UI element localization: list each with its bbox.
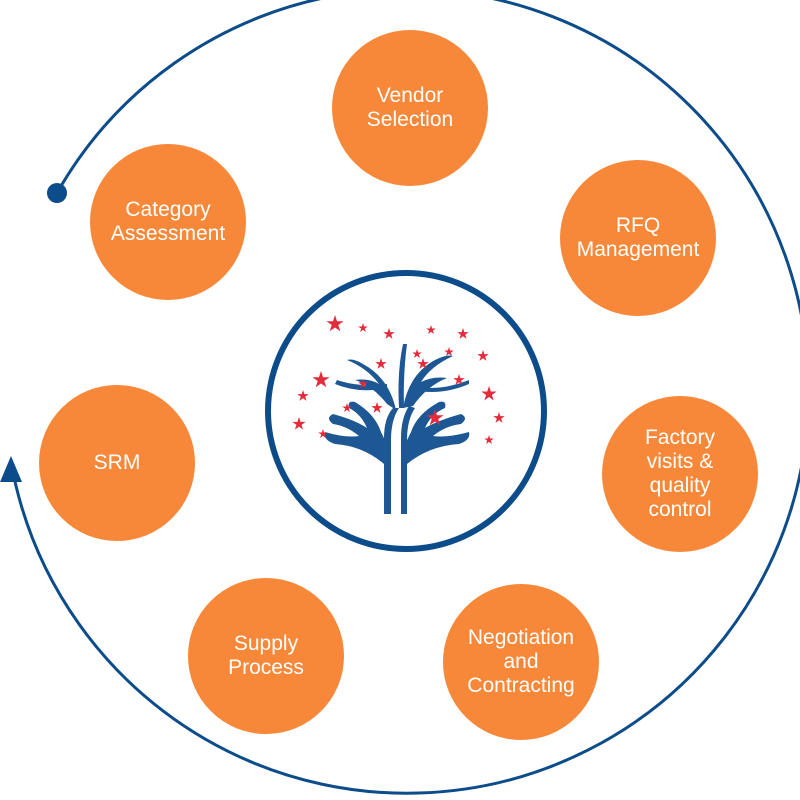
stage-label: Factory visits & quality control (644, 426, 715, 521)
stage-supply-process: Supply Process (188, 578, 344, 734)
stage-factory-visits-quality-control: Factory visits & quality control (602, 396, 758, 552)
stage-negotiation-contracting: Negotiation and Contracting (443, 584, 599, 740)
stage-label: Supply Process (228, 632, 304, 679)
stage-label: RFQ Management (576, 214, 700, 261)
tree-with-hands-and-stars-icon (265, 270, 547, 552)
stage-rfq-management: RFQ Management (560, 160, 716, 316)
cycle-arc (9, 0, 800, 795)
tree-icon (324, 344, 470, 514)
stage-label: SRM (93, 451, 141, 474)
cycle-arrowhead-icon (0, 456, 22, 482)
stage-srm: SRM (39, 385, 195, 541)
cycle-start-dot (47, 183, 67, 203)
stage-vendor-selection: Vendor Selection (332, 30, 488, 186)
stage-label: Vendor Selection (366, 84, 454, 131)
stage-label: Negotiation and Contracting (467, 626, 575, 697)
stage-label: Category Assessment (110, 198, 226, 245)
stage-category-assessment: Category Assessment (90, 144, 246, 300)
emblem-ring (265, 270, 547, 552)
